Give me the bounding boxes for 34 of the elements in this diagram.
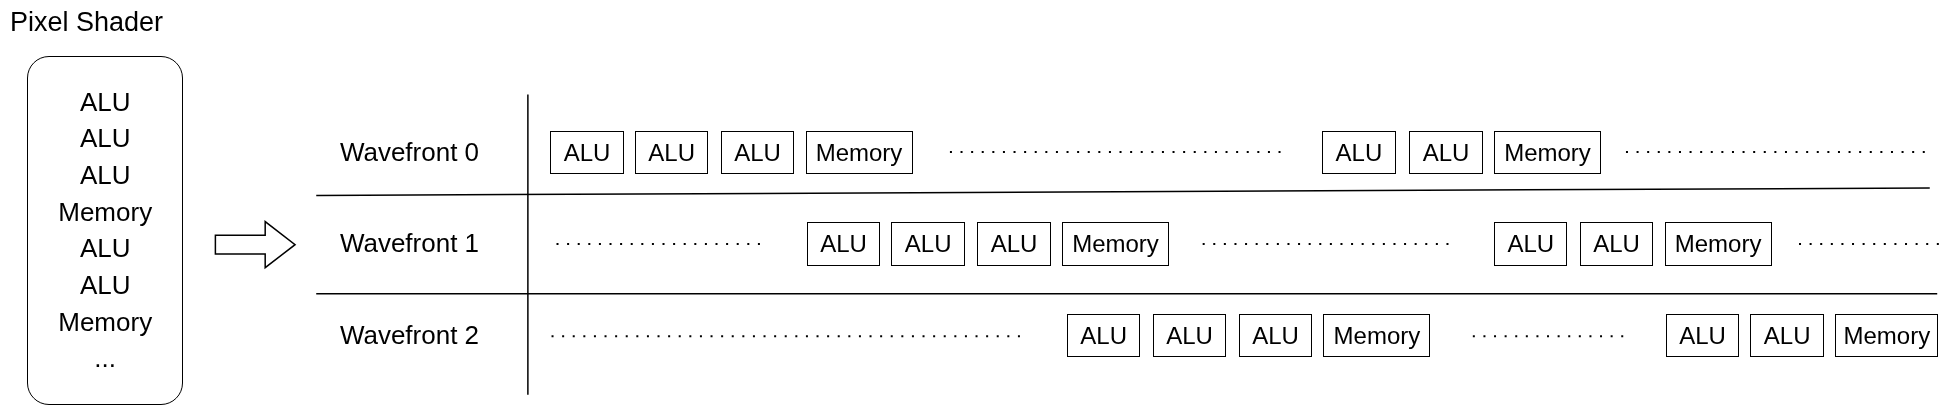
instruction-box: ALU (550, 130, 624, 175)
shader-box (27, 56, 183, 405)
instruction-box: ALU (1665, 313, 1740, 358)
instruction-box: ALU (1579, 222, 1654, 266)
instruction-box: ALU (720, 130, 795, 175)
instruction-box: ALU (1152, 313, 1227, 358)
instruction-text: ALU (79, 85, 131, 119)
instruction-box: ALU (891, 222, 965, 266)
row-label: Wavefront 1 (339, 227, 480, 259)
instruction-box: ALU (806, 222, 881, 266)
box-title: Pixel Shader (10, 7, 164, 38)
instruction-text: ALU (79, 158, 131, 192)
instruction-box: Memory (1835, 313, 1939, 358)
instruction-box: ALU (1322, 130, 1396, 175)
row-label: Wavefront 2 (339, 319, 480, 351)
instruction-box: ALU (1238, 313, 1313, 358)
instruction-box: ALU (1066, 313, 1141, 358)
instruction-box: ALU (634, 130, 709, 175)
instruction-text: Memory (58, 195, 153, 229)
instruction-box: ALU (1750, 313, 1824, 358)
instruction-box: ALU (1494, 222, 1568, 266)
instruction-box: Memory (1062, 222, 1170, 266)
instruction-text: ALU (79, 232, 131, 266)
instruction-box: Memory (1664, 222, 1772, 266)
instruction-box: Memory (1323, 313, 1431, 358)
instruction-text: ... (94, 342, 116, 376)
instruction-box: ALU (977, 222, 1051, 266)
instruction-text: ALU (79, 122, 131, 156)
instruction-text: Memory (58, 305, 153, 339)
row-label: Wavefront 0 (339, 136, 480, 168)
instruction-box: Memory (805, 130, 913, 175)
instruction-box: Memory (1494, 130, 1602, 175)
instruction-box: ALU (1409, 130, 1483, 175)
instruction-text: ALU (79, 269, 131, 302)
